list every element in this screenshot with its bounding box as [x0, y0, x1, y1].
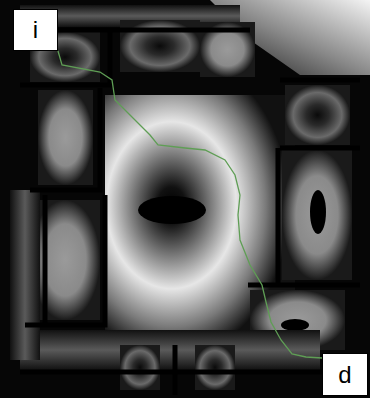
- marker-label: d: [338, 363, 351, 387]
- marker-label: i: [33, 18, 38, 42]
- marker-box: d: [322, 353, 368, 396]
- planned-path: [58, 51, 322, 358]
- marker-box: i: [13, 9, 58, 51]
